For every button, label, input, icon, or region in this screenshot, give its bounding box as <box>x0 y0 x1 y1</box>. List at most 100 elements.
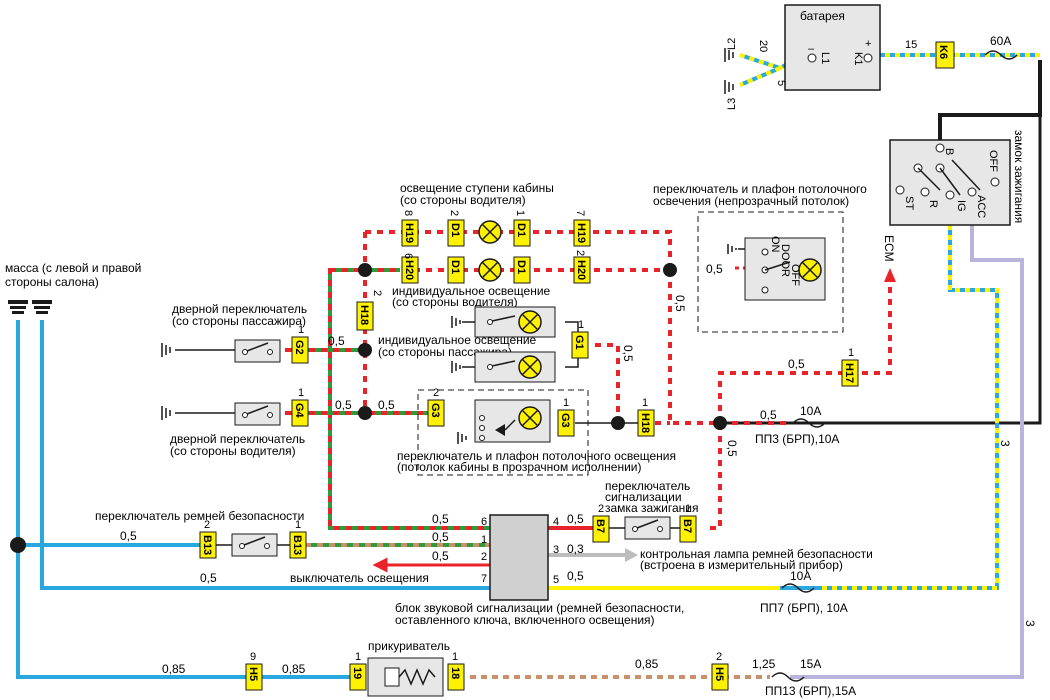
svg-text:переключатель ремней безопасно: переключатель ремней безопасности <box>95 509 304 523</box>
ground-symbol-l2 <box>724 48 734 62</box>
svg-text:2: 2 <box>481 551 487 563</box>
svg-text:L2: L2 <box>726 38 738 50</box>
svg-text:H20: H20 <box>403 260 415 280</box>
opaque-ceiling-switch: ON DOOR OFF <box>744 236 826 301</box>
opaque-ceiling-box <box>697 211 844 333</box>
ground-label-2: стороны салона) <box>5 275 99 289</box>
battery-label: батарея <box>800 9 845 23</box>
svg-text:H20: H20 <box>575 260 587 280</box>
ground-label-1: масса (с левой и правой <box>5 261 141 275</box>
fuse-pp7: 10А <box>781 569 815 593</box>
svg-text:H19: H19 <box>575 223 587 243</box>
wire-black-main <box>938 60 1042 140</box>
svg-text:0,85: 0,85 <box>162 662 186 676</box>
step-light-row-2 <box>401 256 591 284</box>
svg-text:0,5: 0,5 <box>567 512 584 526</box>
svg-text:+: + <box>865 38 871 50</box>
svg-text:дверной переключатель: дверной переключатель <box>170 432 305 446</box>
svg-text:1: 1 <box>685 503 691 515</box>
svg-text:9: 9 <box>250 651 256 663</box>
svg-text:L1: L1 <box>819 52 831 64</box>
wire-ecm <box>718 280 892 423</box>
battery: батарея – + L1 K1 <box>784 4 881 91</box>
individual-light-driver <box>451 306 556 338</box>
svg-text:D1: D1 <box>515 260 527 274</box>
svg-text:индивидуальное освещение: индивидуальное освещение <box>392 284 551 298</box>
svg-text:G1: G1 <box>573 335 585 350</box>
svg-text:3: 3 <box>998 440 1012 447</box>
svg-text:оставленного ключа, включенног: оставленного ключа, включенного освещени… <box>395 613 655 627</box>
ignition-switch-label: замок зажигания <box>1012 130 1026 223</box>
svg-text:G3: G3 <box>559 413 571 428</box>
seatbelt-switch <box>216 533 290 557</box>
individual-light-passenger <box>451 351 556 383</box>
wire-step-right <box>668 270 720 425</box>
svg-text:дверной переключатель: дверной переключатель <box>172 302 307 316</box>
svg-text:2: 2 <box>716 651 722 663</box>
svg-text:2: 2 <box>574 250 586 256</box>
svg-text:0,5: 0,5 <box>328 334 345 348</box>
svg-text:ON: ON <box>769 236 781 253</box>
svg-text:(встроена в измерительный приб: (встроена в измерительный прибор) <box>640 558 843 572</box>
svg-text:0,5: 0,5 <box>567 569 584 583</box>
svg-text:0,5: 0,5 <box>725 440 739 457</box>
svg-text:замка зажигания: замка зажигания <box>605 501 698 515</box>
svg-text:10А: 10А <box>790 569 811 583</box>
svg-text:0,85: 0,85 <box>282 662 306 676</box>
ignition-switch: B OFF ST R IG ACC <box>889 139 1011 226</box>
svg-text:4: 4 <box>553 516 559 528</box>
svg-text:K6: K6 <box>937 45 949 59</box>
svg-text:B7: B7 <box>681 519 693 533</box>
svg-text:6: 6 <box>481 516 487 528</box>
svg-text:–: – <box>808 43 815 55</box>
wire-black-pp3 <box>720 210 1042 425</box>
fuse-pp13: 15А <box>771 657 821 682</box>
svg-text:H19: H19 <box>403 223 415 243</box>
svg-text:2: 2 <box>598 503 604 515</box>
svg-text:2: 2 <box>448 210 460 216</box>
svg-text:1: 1 <box>514 210 526 216</box>
svg-text:0,85: 0,85 <box>635 657 659 671</box>
svg-text:1: 1 <box>578 319 584 331</box>
svg-text:ACC: ACC <box>975 195 987 218</box>
svg-text:OFF: OFF <box>987 150 999 172</box>
svg-text:выключатель освещения: выключатель освещения <box>290 571 429 585</box>
door-switch-passenger: G2 1 <box>161 324 309 364</box>
svg-text:1: 1 <box>298 324 304 336</box>
cigar-lighter <box>367 657 444 697</box>
svg-text:(со стороны водителя): (со стороны водителя) <box>392 295 518 309</box>
door-switch-driver: G4 1 <box>161 387 309 427</box>
svg-text:1,25: 1,25 <box>752 657 776 671</box>
svg-text:B13: B13 <box>201 535 213 555</box>
wire-blue-ground-1 <box>16 320 350 679</box>
wire-lavender-pp13 <box>790 225 1024 679</box>
svg-text:B: B <box>943 148 955 155</box>
svg-text:прикуриватель: прикуриватель <box>368 639 450 653</box>
svg-text:B7: B7 <box>594 519 606 533</box>
svg-text:1: 1 <box>563 397 569 409</box>
svg-text:5: 5 <box>553 574 559 586</box>
svg-text:3: 3 <box>1023 620 1037 627</box>
svg-text:D1: D1 <box>449 223 461 237</box>
svg-text:H18: H18 <box>639 413 651 433</box>
ignition-alarm-switch <box>609 516 680 540</box>
svg-text:1: 1 <box>295 519 301 531</box>
svg-text:переключатель: переключатель <box>605 479 690 493</box>
svg-text:15А: 15А <box>800 657 821 671</box>
svg-text:20: 20 <box>757 40 769 52</box>
ground-terminal <box>8 300 52 314</box>
svg-text:(со стороны водителя): (со стороны водителя) <box>400 193 526 207</box>
svg-text:B13: B13 <box>291 535 303 555</box>
wire-step-top <box>365 230 672 270</box>
svg-text:7: 7 <box>481 573 487 585</box>
svg-text:L3: L3 <box>726 98 738 110</box>
svg-text:2: 2 <box>204 519 210 531</box>
svg-text:освечения (непрозрачный потоло: освечения (непрозрачный потолок) <box>653 194 849 208</box>
wire-red-b7 <box>710 423 722 530</box>
svg-text:0,5: 0,5 <box>432 512 449 526</box>
ecm-label: ECM <box>882 235 896 262</box>
fuse-60a: 60А <box>984 34 1018 60</box>
svg-text:ПП3 (БРП),10А: ПП3 (БРП),10А <box>755 432 839 446</box>
svg-text:2: 2 <box>371 290 383 296</box>
